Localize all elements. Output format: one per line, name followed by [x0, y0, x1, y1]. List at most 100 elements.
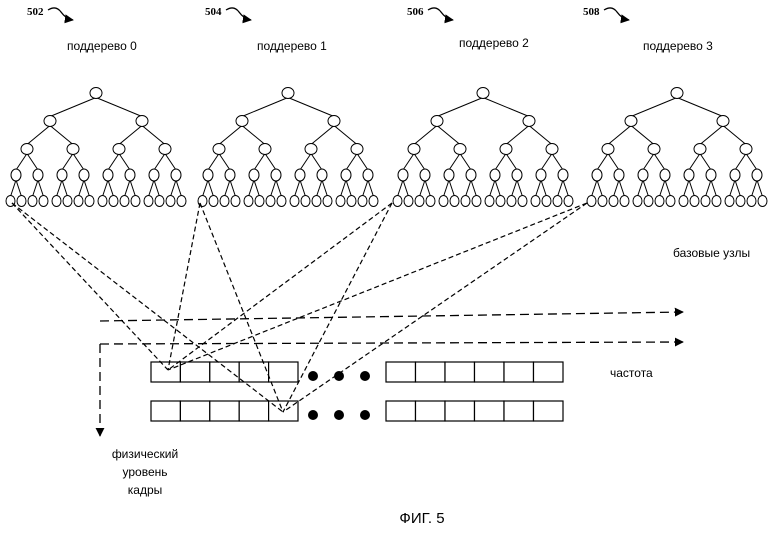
tree-node [148, 168, 160, 182]
subtree-3 [586, 87, 768, 207]
base-node [130, 195, 141, 207]
tree-edge [153, 153, 166, 171]
tree-edge [688, 179, 695, 197]
phy-label-line-1: физический [112, 447, 178, 461]
tree-node [683, 168, 695, 182]
tree-edge [489, 179, 496, 197]
frame-slot [414, 361, 446, 383]
frequency-axis-arrow-1 [99, 307, 684, 322]
tree-node [270, 168, 282, 182]
tree-node [248, 168, 260, 182]
tree-edge [494, 179, 501, 197]
tree-node [511, 168, 523, 182]
base-node [230, 195, 241, 207]
tree-node [535, 168, 547, 182]
frame-slot [209, 361, 240, 383]
subtree-0 [5, 87, 187, 207]
tree-edge [516, 179, 523, 197]
frame-slot [150, 400, 181, 422]
tree-edge [107, 153, 120, 171]
base-node [506, 195, 517, 207]
tree-edge [164, 153, 177, 171]
tree-edge [275, 179, 282, 197]
frame-grid [150, 361, 564, 422]
tree-node [489, 168, 501, 182]
figure-caption: ФИГ. 5 [399, 510, 444, 527]
base-node [27, 195, 38, 207]
tree-edge [202, 179, 209, 197]
mapping-line-0b [11, 202, 284, 413]
base-node [311, 195, 322, 207]
tree-node [545, 143, 559, 155]
tree-node [601, 143, 615, 155]
tree-edge [511, 179, 518, 197]
tree-edge [153, 179, 160, 197]
frame-row-0 [150, 361, 564, 383]
tree-edge [528, 125, 553, 145]
base-node [517, 195, 528, 207]
frame-slot [385, 361, 417, 383]
tree-node [281, 87, 295, 99]
tree-node [397, 168, 409, 182]
tree-edge [118, 125, 143, 145]
tree-edge [751, 179, 758, 197]
base-node [208, 195, 219, 207]
tree-edge [459, 153, 472, 171]
base-node [643, 195, 654, 207]
tree-node [729, 168, 741, 182]
tree-node [294, 168, 306, 182]
subtree-1-label: поддерево 1 [257, 39, 327, 53]
mapping-line-2a [167, 202, 393, 371]
tree-edge [218, 125, 243, 145]
frame-row-1 [150, 400, 564, 422]
tree-edge [397, 179, 404, 197]
tree-node [362, 168, 374, 182]
tree-edge [241, 97, 289, 117]
base-node [711, 195, 722, 207]
base-node [471, 195, 482, 207]
tree-edge [436, 97, 484, 117]
tree-edge [705, 179, 712, 197]
tree-edge [83, 179, 90, 197]
tree-edge [56, 179, 63, 197]
tree-node [693, 143, 707, 155]
tree-node [202, 168, 214, 182]
frame-slot [385, 400, 417, 422]
subtree-2-label: поддерево 2 [459, 36, 529, 50]
base-node [495, 195, 506, 207]
base-node [357, 195, 368, 207]
tree-edge [299, 179, 306, 197]
base-node [154, 195, 165, 207]
tree-edge [26, 125, 51, 145]
base-node [597, 195, 608, 207]
base-node [425, 195, 436, 207]
tree-edge [345, 153, 358, 171]
base-node [586, 195, 597, 207]
tree-node [56, 168, 68, 182]
base-node [254, 195, 265, 207]
tree-edge [688, 153, 701, 171]
tree-edge [494, 153, 507, 171]
tree-edge [413, 125, 438, 145]
base-node [484, 195, 495, 207]
ref-504: 504 [205, 6, 222, 18]
tree-edge [596, 153, 609, 171]
base-node [619, 195, 630, 207]
tree-node [476, 87, 490, 99]
mapping-line-2b [282, 202, 393, 413]
base-node [552, 195, 563, 207]
base-node [84, 195, 95, 207]
base-node [289, 195, 300, 207]
mapping-line-0a [11, 202, 169, 371]
tree-edge [356, 153, 369, 171]
base-node [119, 195, 130, 207]
ref-arrow-0 [47, 7, 74, 24]
frame-slot [503, 361, 535, 383]
tree-edge [642, 153, 655, 171]
base-nodes-label: базовые узлы [673, 246, 750, 260]
ref-508: 508 [583, 6, 600, 18]
subtree-1 [197, 87, 379, 207]
ellipsis-dot [308, 371, 318, 381]
tree-edge [562, 179, 569, 197]
